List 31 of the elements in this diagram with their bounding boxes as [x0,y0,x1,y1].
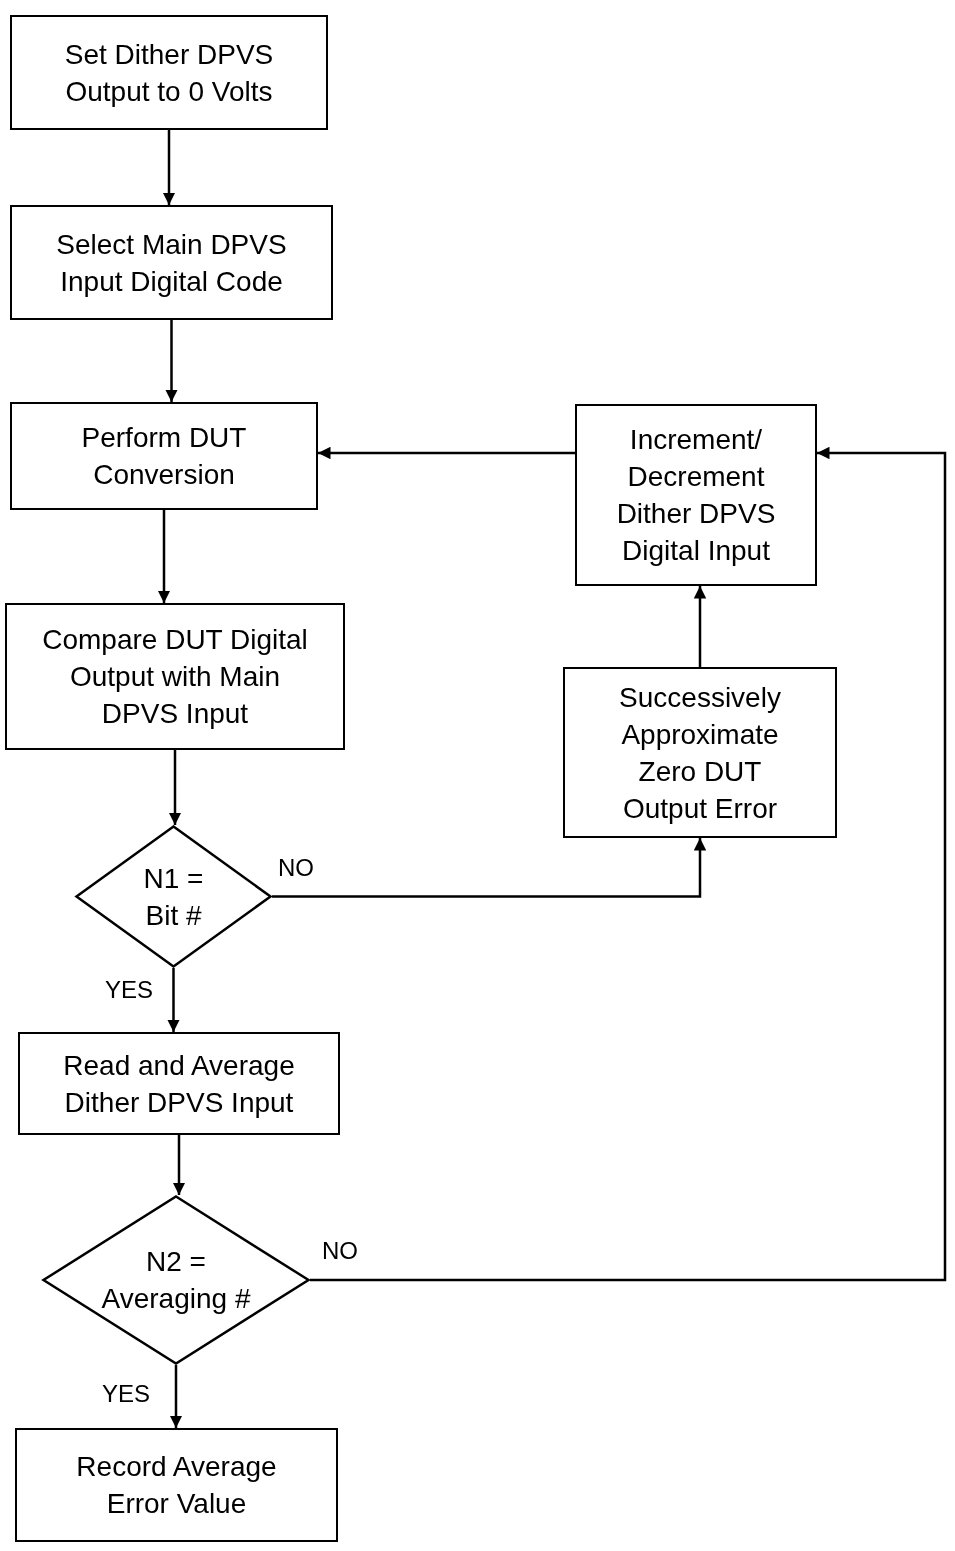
process-box [18,1032,340,1135]
node-text: Increment/ Decrement Dither DPVS Digital Input [615,423,777,568]
arrow [169,1365,183,1428]
arrow [693,586,707,667]
arrow [310,446,947,1282]
node-text: Compare DUT Digital Output with Main DPVS Input [41,623,309,731]
node-text: Set Dither DPVS Output to 0 Volts [63,37,275,109]
arrow [157,510,171,603]
node-text: Read and Average Dither DPVS Input [62,1048,296,1120]
node-text: N2 = Averaging # [100,1245,252,1316]
process-box [10,205,333,320]
arrow [162,130,176,205]
arrow [272,838,707,898]
process-box [575,404,817,586]
arrow [167,968,180,1032]
node-text: Select Main DPVS Input Digital Code [55,227,288,299]
decision-diamond [75,825,272,968]
node-text: Perform DUT Conversion [80,421,248,492]
node-text: Successively Approximate Zero DUT Output Error [618,680,782,826]
arrow [172,1135,186,1195]
arrow [168,750,182,825]
process-box [15,1428,338,1542]
arrow [318,446,575,460]
arrow [165,320,178,402]
process-box [5,603,345,750]
decision-diamond [42,1195,310,1365]
node-text: Record Average Error Value [75,1450,278,1521]
node-text: N1 = Bit # [142,861,205,933]
process-box [10,15,328,130]
process-box [563,667,837,838]
process-box [10,402,318,510]
